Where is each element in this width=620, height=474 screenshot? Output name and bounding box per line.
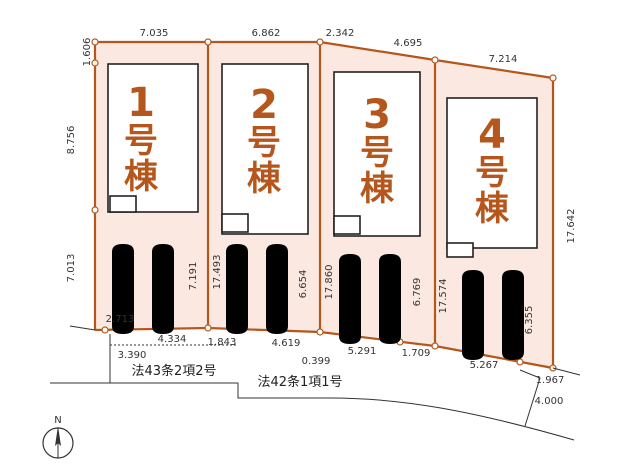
dim-lot1-right: 7.191 [188,262,199,291]
dim-lot4-right: 6.355 [524,306,535,335]
dim-bottom-2b: 4.619 [272,338,301,349]
dim-top-2: 6.862 [252,28,281,39]
dim-left-a: 1.606 [82,38,93,67]
car-2a [222,244,252,334]
dim-bottom-3a: 5.291 [348,346,377,357]
dim-lot3-right: 6.769 [412,278,423,307]
lot-labels: 1 号 棟 2 号 棟 3 号 棟 4 号 棟 [124,80,510,229]
dim-road-c: 4.000 [535,396,564,407]
road-label-left: 法43条2項2号 [131,363,216,379]
north-compass: N [42,415,74,459]
dim-left-b: 8.756 [66,126,77,155]
lot-4-number: 4 [478,112,506,158]
lot-3-kanji-bottom: 棟 [360,169,395,209]
dim-lot2-right: 6.654 [298,270,309,299]
house-2 [221,63,309,235]
car-1b [148,244,178,334]
lot-1-kanji-bottom: 棟 [124,157,159,197]
dim-top-1: 7.035 [140,28,169,39]
dim-bottom-1a: 2.713 [106,314,135,325]
lot-1-kanji-top: 号 [124,121,158,161]
dim-right-edge: 17.642 [566,209,577,244]
dim-bottom-2a: 1.843 [208,337,237,348]
house-4 [446,97,538,249]
dim-lot4-left: 17.574 [438,279,449,314]
lot-2-kanji-top: 号 [247,123,281,163]
dimension-labels: 7.035 6.862 2.342 4.695 7.214 1.606 8.75… [66,28,577,407]
roads [50,325,581,441]
lot-1-number: 1 [127,80,155,126]
road-label-main: 法42条1項1号 [257,374,342,390]
dim-top-3a: 2.342 [326,28,355,39]
lot-4-kanji-top: 号 [475,153,509,193]
compass-north-label: N [54,415,61,426]
car-4a [458,270,488,360]
house-3 [333,71,421,237]
lot-3-number: 3 [363,92,391,138]
dim-lot2-left: 17.493 [212,255,223,290]
car-3b [375,254,405,344]
car-3a [335,254,365,344]
dim-left-c: 7.013 [66,254,77,283]
dim-bottom-1b: 4.334 [158,334,187,345]
lot-3-kanji-top: 号 [360,133,394,173]
dim-bottom-3b: 1.709 [402,348,431,359]
dim-top-4: 7.214 [489,54,518,65]
dim-road-a: 3.390 [118,350,147,361]
dim-road-b: 1.967 [536,375,565,386]
house-1 [107,63,199,213]
dim-lot3-left: 17.860 [324,265,335,300]
dim-top-3b: 4.695 [394,38,423,49]
car-2b [262,244,292,334]
dim-bottom-2c: 0.399 [302,356,331,367]
lot-2-number: 2 [250,82,278,128]
lot-4-kanji-bottom: 棟 [475,189,510,229]
houses [107,63,538,258]
lot-2-kanji-bottom: 棟 [247,159,282,199]
dim-bottom-4: 5.267 [470,360,499,371]
road-labels: 法43条2項2号 法42条1項1号 [131,363,342,390]
